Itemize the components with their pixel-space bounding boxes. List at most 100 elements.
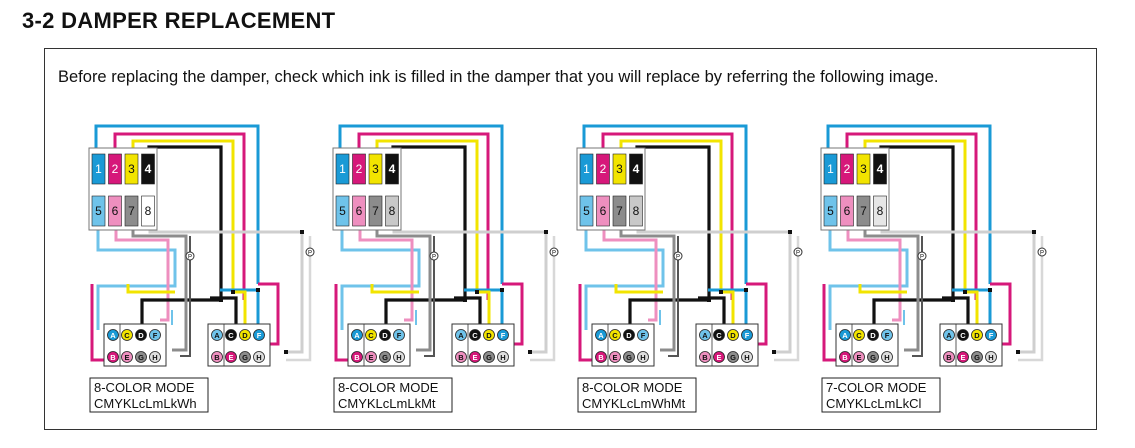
p-marker-label: P xyxy=(188,255,192,261)
nozzle-label: A xyxy=(458,331,464,340)
ink-line xyxy=(863,139,967,292)
ink-line xyxy=(1018,236,1044,362)
nozzle-label: B xyxy=(354,353,360,362)
ink-line xyxy=(619,228,676,352)
p-marker xyxy=(185,251,195,261)
ink-slot-2 xyxy=(596,153,610,185)
nozzle-label: D xyxy=(242,331,248,340)
ink-slot-4 xyxy=(385,153,399,185)
junction-dot xyxy=(219,298,223,302)
nozzle-label: F xyxy=(885,331,890,340)
nozzle-F xyxy=(149,329,161,341)
mode-label-box xyxy=(821,377,941,413)
ink-slot-number: 4 xyxy=(877,162,884,176)
junction-dot xyxy=(500,288,504,292)
nozzle-F xyxy=(881,329,893,341)
nozzle-E xyxy=(713,351,725,363)
page-title: 3-2 DAMPER REPLACEMENT xyxy=(22,8,336,33)
nozzle-label: C xyxy=(856,331,862,340)
nozzle-G xyxy=(483,351,495,363)
nozzle-label: A xyxy=(354,331,360,340)
nozzle-G xyxy=(135,351,147,363)
nozzle-label: F xyxy=(397,331,402,340)
ink-slot-number: 2 xyxy=(112,162,119,176)
ink-slot-4 xyxy=(873,153,887,185)
ink-slot-5 xyxy=(91,195,106,227)
ink-slot-6 xyxy=(352,195,366,227)
nozzle-label: E xyxy=(368,353,373,362)
ink-slot-4 xyxy=(629,153,643,185)
nozzle-label: A xyxy=(214,331,220,340)
nozzle-H xyxy=(881,351,893,363)
ink-line xyxy=(131,228,188,352)
ink-slot-number: 1 xyxy=(339,162,346,176)
ink-line xyxy=(340,228,421,330)
nozzle-label: E xyxy=(856,353,861,362)
p-marker-label: P xyxy=(676,255,680,261)
p-marker-label: P xyxy=(1040,251,1044,257)
ink-slot-number: 6 xyxy=(356,204,363,218)
nozzle-A xyxy=(699,329,711,341)
ink-line xyxy=(872,298,952,328)
nozzle-G xyxy=(727,351,739,363)
nozzle-label: B xyxy=(110,353,116,362)
nozzle-C xyxy=(609,329,621,341)
ink-line xyxy=(338,124,504,284)
nozzle-label: B xyxy=(946,353,952,362)
nozzle-label: D xyxy=(486,331,492,340)
nozzle-C xyxy=(121,329,133,341)
ink-line xyxy=(721,290,735,330)
junction-dot xyxy=(300,230,304,234)
nozzle-label: H xyxy=(744,353,749,362)
nozzle-label: H xyxy=(256,353,261,362)
ink-line xyxy=(619,139,723,292)
nozzle-label: C xyxy=(960,331,966,340)
nozzle-label: H xyxy=(500,353,505,362)
nozzle-label: F xyxy=(641,331,646,340)
nozzle-H xyxy=(985,351,997,363)
nozzle-B xyxy=(211,351,223,363)
ink-slot-number: 7 xyxy=(372,204,379,218)
nozzle-label: D xyxy=(730,331,736,340)
ink-slot-number: 5 xyxy=(827,204,834,218)
junction-dot xyxy=(475,290,479,294)
nozzle-A xyxy=(351,329,363,341)
junction-dot xyxy=(544,230,548,234)
nozzle-C xyxy=(365,329,377,341)
nozzle-label: D xyxy=(626,331,632,340)
nozzle-E xyxy=(365,351,377,363)
p-marker xyxy=(305,247,315,257)
nozzle-G xyxy=(239,351,251,363)
nozzle-label: C xyxy=(716,331,722,340)
intro-text: Before replacing the damper, check which… xyxy=(58,68,939,86)
nozzle-F xyxy=(741,329,753,341)
nozzle-F xyxy=(637,329,649,341)
nozzle-label: G xyxy=(974,353,980,362)
ink-line xyxy=(846,228,902,322)
ink-line xyxy=(424,236,435,357)
nozzle-label: G xyxy=(730,353,736,362)
ink-slot-5 xyxy=(335,195,350,227)
nozzle-A xyxy=(107,329,119,341)
ink-line xyxy=(233,290,247,330)
nozzle-F xyxy=(985,329,997,341)
nozzle-label: H xyxy=(640,353,645,362)
nozzle-label: E xyxy=(612,353,617,362)
p-marker-label: P xyxy=(432,255,436,261)
ink-slot-1 xyxy=(579,153,594,185)
ink-line xyxy=(210,296,238,330)
p-marker xyxy=(549,247,559,257)
nozzle-label: E xyxy=(472,353,477,362)
p-marker xyxy=(917,251,927,261)
ink-line xyxy=(668,236,679,357)
nozzle-H xyxy=(393,351,405,363)
nozzle-label: C xyxy=(228,331,234,340)
ink-line xyxy=(858,284,907,294)
junction-dot xyxy=(988,288,992,292)
ink-slot-8 xyxy=(141,195,155,227)
nozzle-C xyxy=(225,329,237,341)
nozzle-B xyxy=(839,351,851,363)
ink-slot-number: 1 xyxy=(827,162,834,176)
nozzle-label: A xyxy=(110,331,116,340)
